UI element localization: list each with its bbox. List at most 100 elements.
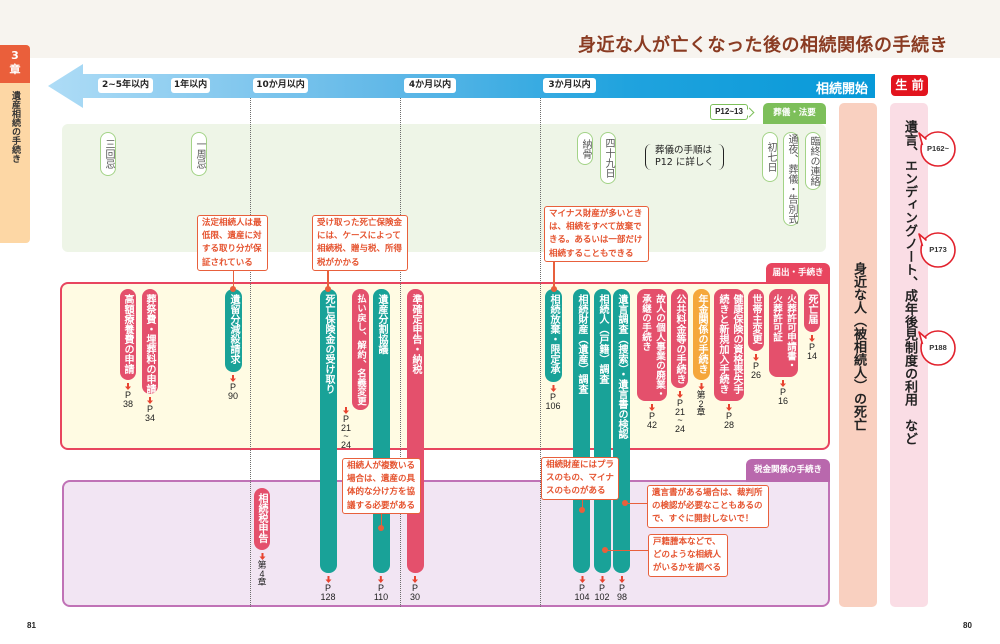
page-ref-text: P 34 [144, 404, 156, 423]
page-ref-text: 第 4 章 [257, 560, 267, 588]
bubble-text: P173 [929, 245, 947, 254]
chapter-number: 3 章 [0, 45, 30, 83]
page-ref-bubble: P188 [918, 327, 958, 369]
inheritance-start-label: 相続開始 [815, 82, 868, 97]
callout-dot [622, 500, 628, 506]
down-arrow-icon [146, 397, 153, 404]
procedure-bar: 準確定申告・納税 [407, 289, 424, 573]
page-ref: P 90 [228, 375, 238, 400]
callout-dot [602, 547, 608, 553]
page-ref-text: P 102 [594, 583, 610, 602]
page-ref-text: 第 2 章 [696, 390, 706, 418]
down-arrow-icon [325, 576, 331, 583]
procedure-bar: 相続放棄・限定承認 [545, 289, 562, 382]
page-ref-bubble: P162~ [918, 128, 958, 170]
page-number-right: 80 [963, 621, 972, 630]
left-paren-icon [645, 143, 651, 170]
death-column [839, 103, 877, 607]
period-label: 10か月以内 [253, 78, 308, 93]
page-ref-text: P 104 [574, 583, 590, 602]
speech-bubble-icon [918, 232, 956, 268]
notifications-tag: 届出・手続き [766, 263, 830, 284]
procedure-bar: 相続人（戸籍）調査 [594, 289, 611, 573]
page-ref-text: P 30 [409, 583, 421, 602]
callout-dot [230, 286, 236, 292]
procedure-bar: 高額療養費の申請 [120, 289, 136, 380]
page-ref: P 26 [751, 354, 761, 379]
down-arrow-icon [124, 383, 131, 390]
page-ref-bubble: P173 [918, 229, 958, 271]
page-title: 身近な人が亡くなった後の相続関係の手続き [578, 35, 948, 56]
pre-death-label: 遺言、エンディングノート、成年後見制度の利用 など [902, 120, 917, 445]
callout: マイナス財産が多いとき は、相続をすべて放棄で きる。あるいは一部だけ 相続する… [544, 206, 649, 262]
callout-connector [327, 271, 329, 288]
down-arrow-icon [676, 391, 683, 398]
callout: 相続人が複数いる 場合は、遺産の具 体的な分け方を協 議する必要がある [342, 458, 421, 514]
down-arrow-icon [752, 354, 759, 361]
page-ref: P 106 [545, 385, 561, 411]
page-ref: P 16 [778, 380, 788, 405]
funeral-event: 一周忌 [191, 132, 207, 176]
death-label: 身近な人（被相続人）の死亡 [851, 262, 866, 431]
down-arrow-icon [599, 576, 605, 583]
page-ref-text: P 42 [646, 411, 658, 430]
page-ref: P 21 ~ 24 [675, 391, 685, 433]
callout-connector [380, 514, 382, 528]
page-ref: P 128 [320, 576, 336, 602]
funeral-event: 納骨 [577, 132, 593, 165]
period-divider [250, 98, 251, 607]
bubble-text: P188 [929, 343, 947, 352]
tax-procedure-bar: 相続税申告 [254, 488, 270, 550]
page-ref-text: P 21 ~ 24 [674, 398, 686, 434]
funeral-event: 臨終の連絡 [805, 132, 821, 190]
page-ref: 第 2 章 [696, 383, 706, 418]
funeral-section [62, 124, 826, 252]
callout-connector [581, 500, 583, 510]
page-ref: P 28 [724, 404, 734, 429]
chapter-tab: 3 章 遺産相続の手続き [0, 45, 30, 243]
timeline-arrow-shape [48, 64, 875, 108]
page-ref: 第 4 章 [257, 553, 267, 588]
page-ref-text: P 110 [373, 583, 389, 602]
page-ref: P 21 ~ 24 [341, 407, 351, 449]
page-ref-text: P 90 [227, 382, 239, 401]
callout: 遺言書がある場合は、裁判所 の検認が必要なこともあるの で、すぐに開封しないで！ [647, 485, 769, 528]
page-ref: P 14 [807, 335, 817, 360]
page-ref: P 42 [647, 404, 657, 429]
page-ref-text: P 128 [320, 583, 336, 602]
procedure-bar: 死亡保険金の受け取り [320, 289, 337, 573]
tax-tag: 税金関係の手続き [746, 459, 830, 482]
procedure-bar: 遺言調査（捜索）・遺言書の検認 [613, 289, 630, 573]
down-arrow-icon [618, 576, 625, 583]
right-paren-icon [718, 143, 724, 170]
procedure-bar: 健康保険の資格喪失手 続きと新規加入手続き [714, 289, 744, 401]
period-label: 3か月以内 [543, 78, 596, 93]
callout-connector [553, 262, 555, 288]
procedure-bar: 葬祭費・埋葬料の申請 [142, 289, 158, 394]
callout-dot [579, 507, 585, 513]
down-arrow-icon [579, 576, 585, 583]
period-label: 2~5年以内 [98, 78, 153, 93]
callout: 法定相続人は最 低限、遺産に対 する取り分が保 証されている [197, 215, 268, 271]
page-ref-text: P 106 [545, 392, 561, 411]
bubble-text: P162~ [927, 144, 949, 153]
chapter-number-digit: 3 [11, 49, 19, 62]
procedure-bar: 火葬許可申請書・ 火葬許可証 [769, 289, 798, 377]
speech-bubble-icon [918, 330, 956, 366]
page-ref: P 110 [374, 576, 388, 601]
funeral-event: 三回忌 [100, 132, 116, 176]
down-arrow-icon [342, 407, 349, 414]
down-arrow-icon [725, 404, 732, 411]
callout-connector [232, 271, 234, 288]
down-arrow-icon [697, 383, 704, 390]
down-arrow-icon [258, 553, 265, 560]
down-arrow-icon [377, 576, 384, 583]
callout: 相続財産にはプラ スのもの、マイナ スのものがある [541, 457, 619, 500]
page-number-left: 81 [27, 621, 36, 630]
page-ref-text: P 98 [616, 583, 628, 602]
procedure-bar: 年金関係の手続き [693, 289, 710, 380]
period-divider [400, 98, 401, 607]
header-band [0, 0, 1000, 58]
before-death-badge: 生 前 [891, 75, 928, 96]
procedure-bar: 世帯主変更 [748, 289, 764, 351]
